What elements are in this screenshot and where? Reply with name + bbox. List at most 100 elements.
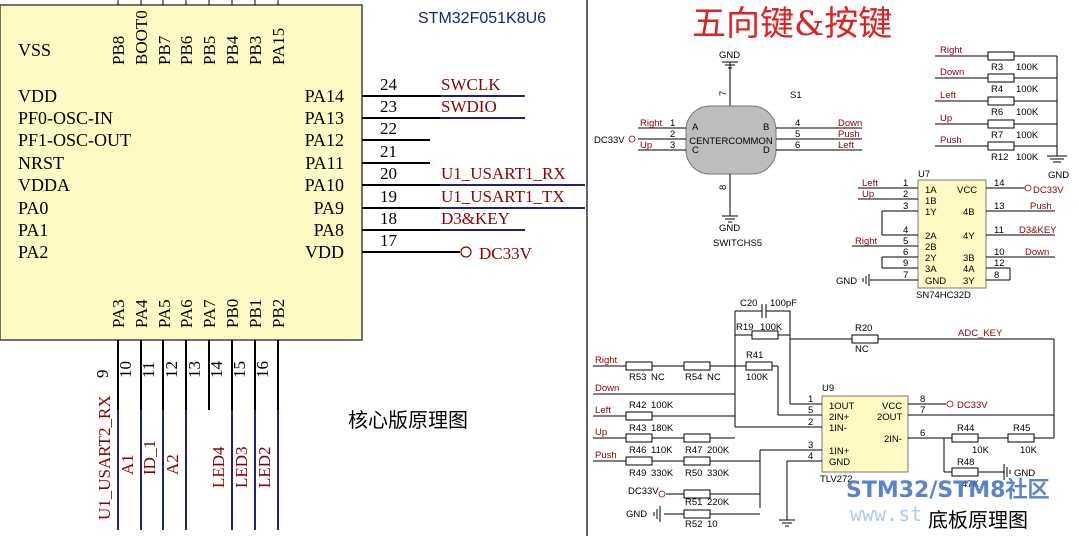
s1-net-up: Up [640,140,652,151]
u9-part: TLV272 [820,474,853,485]
u7-num-2: 2 [903,189,908,200]
net-d3-key: D3&KEY [441,209,510,228]
r46-value: 110K [651,445,673,456]
u7-pin-2y: 2Y [925,253,937,264]
r53-value: NC [651,372,665,383]
net-usart1-rx: U1_USART1_RX [441,164,566,183]
bottom-pin-pa4: PA4 [132,299,151,328]
u7-pin-4y: 4Y [963,231,975,242]
bottom-pin-pa5: PA5 [155,299,174,328]
left-pin-vdd: VDD [18,86,57,106]
u7-pin-2b: 2B [925,242,937,253]
top-pin-pb7: PB7 [155,35,174,65]
r47-value: 200K [707,445,730,456]
left-pin-pa2: PA2 [18,242,48,262]
r49-ref: R49 [629,468,646,479]
u7-net-down: Down [1025,247,1049,258]
u7-part: SN74HC32D [916,290,971,301]
r54-value: NC [707,372,721,383]
net-led4: LED4 [209,446,228,488]
u9-pin-gnd: GND [829,457,850,468]
top-pin-pa15: PA15 [269,28,288,65]
u7-num-10: 10 [994,247,1005,258]
r42-ref: R42 [629,400,646,411]
bottom-pin-pb1: PB1 [246,299,265,328]
pu-val-r7: 100K [1016,130,1039,141]
u7-num-4: 4 [903,225,908,236]
net-usart2-rx: U1_USART2_RX [95,395,114,520]
ladder-net-gnd: GND [626,509,647,520]
r41-value: 100K [746,372,769,383]
left-pin-pa0: PA0 [18,198,48,218]
u7-num-11: 11 [994,225,1004,236]
left-pin-vss: VSS [18,40,51,60]
u7-num-12: 12 [994,258,1005,269]
pin-num-24: 24 [380,75,398,94]
s1-body [685,105,777,175]
u9-num-4: 4 [808,451,813,462]
u9-num-5: 5 [808,405,813,416]
pu-net-up: Up [940,113,952,124]
r52-ref: R52 [685,519,702,530]
net-dc33v: DC33V [479,244,533,263]
pin-num-17: 17 [380,231,398,250]
s1-ref: S1 [790,90,802,101]
u9-pin-1inp: 1IN+ [829,446,850,457]
u7-num-5: 5 [903,236,908,247]
r20-ref: R20 [855,323,872,334]
pin-num-22: 22 [380,119,397,138]
core-board-caption: 核心版原理图 [348,408,468,432]
r53-ref: R53 [629,372,646,383]
bpin-num-16: 16 [253,361,272,378]
net-led3: LED3 [232,446,251,488]
right-pin-pa9: PA9 [314,198,344,218]
r42-value: 100K [651,400,674,411]
pu-val-r3: 100K [1016,62,1039,73]
left-pin-vdda: VDDA [18,175,70,195]
r41-ref: R41 [746,350,763,361]
s1-net-push: Push [838,129,860,140]
u9-num-2: 2 [808,417,813,428]
c20-ref: C20 [740,298,757,309]
top-pin-pb3: PB3 [246,36,265,65]
r47-ref: R47 [685,445,702,456]
pu-ref-r3: R3 [991,62,1003,73]
u7-net-d3-key: D3&KEY [1019,225,1057,236]
net-a1: A1 [118,454,137,475]
net-led2: LED2 [255,446,274,488]
mcu-body [0,4,363,341]
right-pin-pa11: PA11 [305,153,344,173]
u9-num-6: 6 [920,428,925,439]
left-pin-nrst: NRST [18,153,64,173]
pin-num-19: 19 [380,187,397,206]
r49-value: 330K [651,468,674,479]
bpin-num-14: 14 [207,361,226,379]
pu-ref-r4: R4 [991,84,1003,95]
net-a2: A2 [163,454,182,475]
r44-value: 10K [972,445,990,456]
s1-num-1: 1 [670,118,675,129]
net-usart1-tx: U1_USART1_TX [441,187,565,206]
pu-net-left: Left [940,90,956,101]
s1-gnd-label: GND [719,50,740,61]
u7-pin-4a: 4A [963,264,975,275]
pin-num-23: 23 [380,97,397,116]
u9-pin-2out: 2OUT [877,412,903,423]
net-adc-key: ADC_KEY [958,328,1003,339]
u9-net-dc33v: DC33V [957,400,988,411]
u7-net-right: Right [855,236,878,247]
s1-net-left: Left [838,140,854,151]
u9-num-3: 3 [808,440,813,451]
ladder-net-dc33v: DC33V [628,486,659,497]
u7-num-14: 14 [994,178,1005,189]
bpin-num-10: 10 [116,361,135,378]
u7-pin-4b: 4B [963,207,975,218]
bpin-num-9: 9 [93,370,112,379]
r52-value: 10 [707,519,718,530]
s1-pin-7: 7 [718,91,729,96]
bpin-num-12: 12 [162,361,181,378]
u7-pin-2a: 2A [925,231,937,242]
r44-ref: R44 [957,423,974,434]
bottom-pin-pa3: PA3 [109,299,128,328]
mcu-top-stubs [117,0,279,5]
